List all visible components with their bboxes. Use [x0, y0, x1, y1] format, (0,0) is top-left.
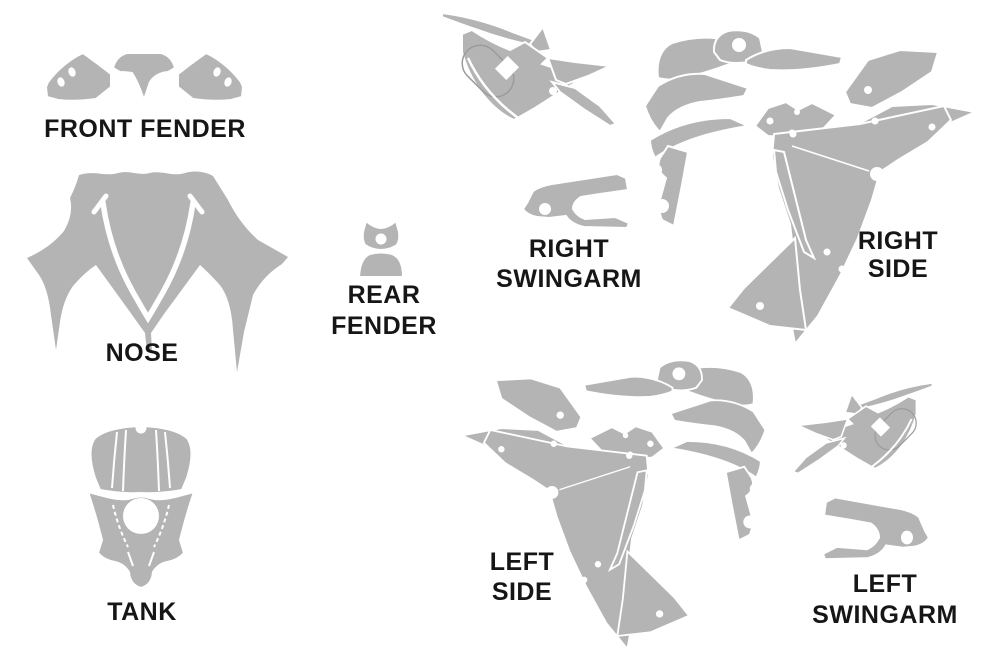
- nose-group: NOSE: [27, 171, 288, 372]
- right-side-group: RIGHT SIDE: [644, 29, 976, 346]
- nose-label: NOSE: [106, 339, 179, 367]
- front-fender-center: [111, 52, 177, 104]
- front-fender-label: FRONT FENDER: [44, 115, 246, 143]
- right-side-label-line2: SIDE: [868, 255, 928, 283]
- right-swingarm-group: RIGHT SWINGARM: [496, 173, 642, 293]
- tank-lower-panel: [86, 490, 196, 590]
- left-side-group: LEFT SIDE: [460, 359, 934, 650]
- front-fender-group: FRONT FENDER: [44, 52, 246, 143]
- left-side-label-line1: LEFT: [490, 548, 555, 576]
- rear-fender-dome: [357, 251, 405, 278]
- rear-fender-label-line2: FENDER: [331, 312, 437, 340]
- left-side-label-line2: SIDE: [492, 578, 552, 606]
- tank-upper-panel: [89, 424, 193, 495]
- left-swingarm-group: LEFT SWINGARM: [812, 496, 958, 629]
- tail-cluster-right: [440, 11, 618, 128]
- tank-group: TANK: [86, 422, 196, 626]
- left-swingarm-label-line1: LEFT: [853, 570, 918, 598]
- right-side-label-line1: RIGHT: [858, 227, 938, 255]
- left-swingarm-label-line2: SWINGARM: [812, 601, 958, 629]
- tank-label: TANK: [107, 598, 177, 626]
- right-swingarm-label-line1: RIGHT: [529, 235, 609, 263]
- rear-fender-label-line1: REAR: [348, 281, 421, 309]
- rear-fender-group: REAR FENDER: [331, 219, 437, 340]
- nose-panel: [27, 171, 288, 372]
- right-swingarm-label-line2: SWINGARM: [496, 265, 642, 293]
